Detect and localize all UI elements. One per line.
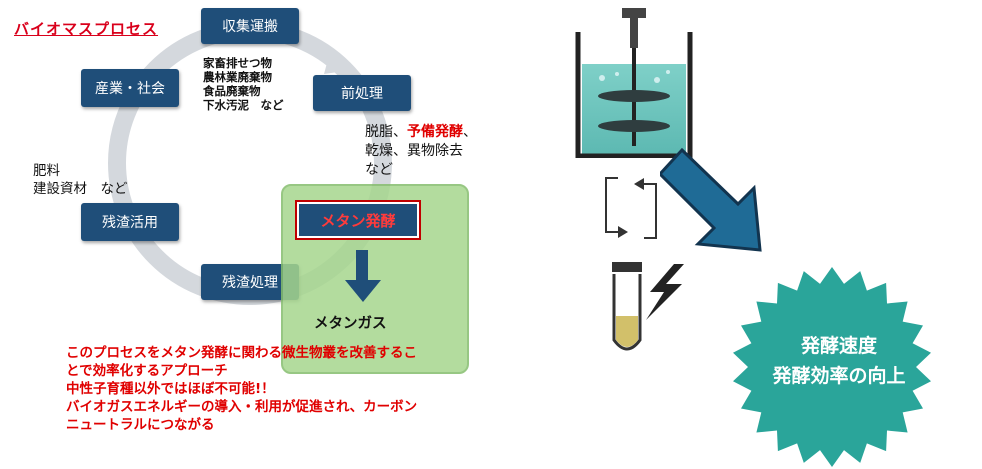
starburst-badge: [733, 267, 931, 467]
pretreatment-highlight: 予備発酵: [407, 124, 463, 140]
pretreatment-note: 脱脂、予備発酵、 乾燥、異物除去 など: [365, 123, 477, 180]
reactor-tank-icon: [575, 8, 693, 158]
feedstock-list: 家畜排せつ物 農林業廃棄物 食品廃棄物 下水汚泥 など: [203, 56, 284, 112]
big-diagonal-arrow-icon: [660, 147, 762, 252]
approach-description: このプロセスをメタン発酵に関わる微生物叢を改善するこ とで効率化するアプローチ …: [66, 345, 418, 433]
test-tube-icon: [612, 262, 642, 351]
stage-industry: 産業・社会: [81, 69, 179, 107]
lightning-icon: [646, 264, 684, 320]
stage-pretreatment: 前処理: [313, 75, 411, 111]
pretreatment-note-line3: など: [365, 162, 393, 178]
pretreatment-note-text: 、: [463, 124, 477, 140]
methane-gas-label: メタンガス: [314, 316, 387, 332]
stage-collection: 収集運搬: [201, 8, 299, 44]
pretreatment-note-text: 脱脂、: [365, 124, 407, 140]
residue-products: 肥料 建設資材 など: [33, 163, 128, 197]
stage-residue-use: 残渣活用: [81, 203, 179, 241]
pretreatment-note-line2: 乾燥、異物除去: [365, 143, 463, 159]
exchange-arrows-icon: [605, 177, 657, 239]
stage-methane-fermentation: メタン発酵: [295, 200, 421, 240]
badge-text: 発酵速度 発酵効率の向上: [772, 335, 906, 387]
diagram-title: バイオマスプロセス: [14, 20, 159, 38]
down-arrow-icon: [345, 250, 381, 302]
